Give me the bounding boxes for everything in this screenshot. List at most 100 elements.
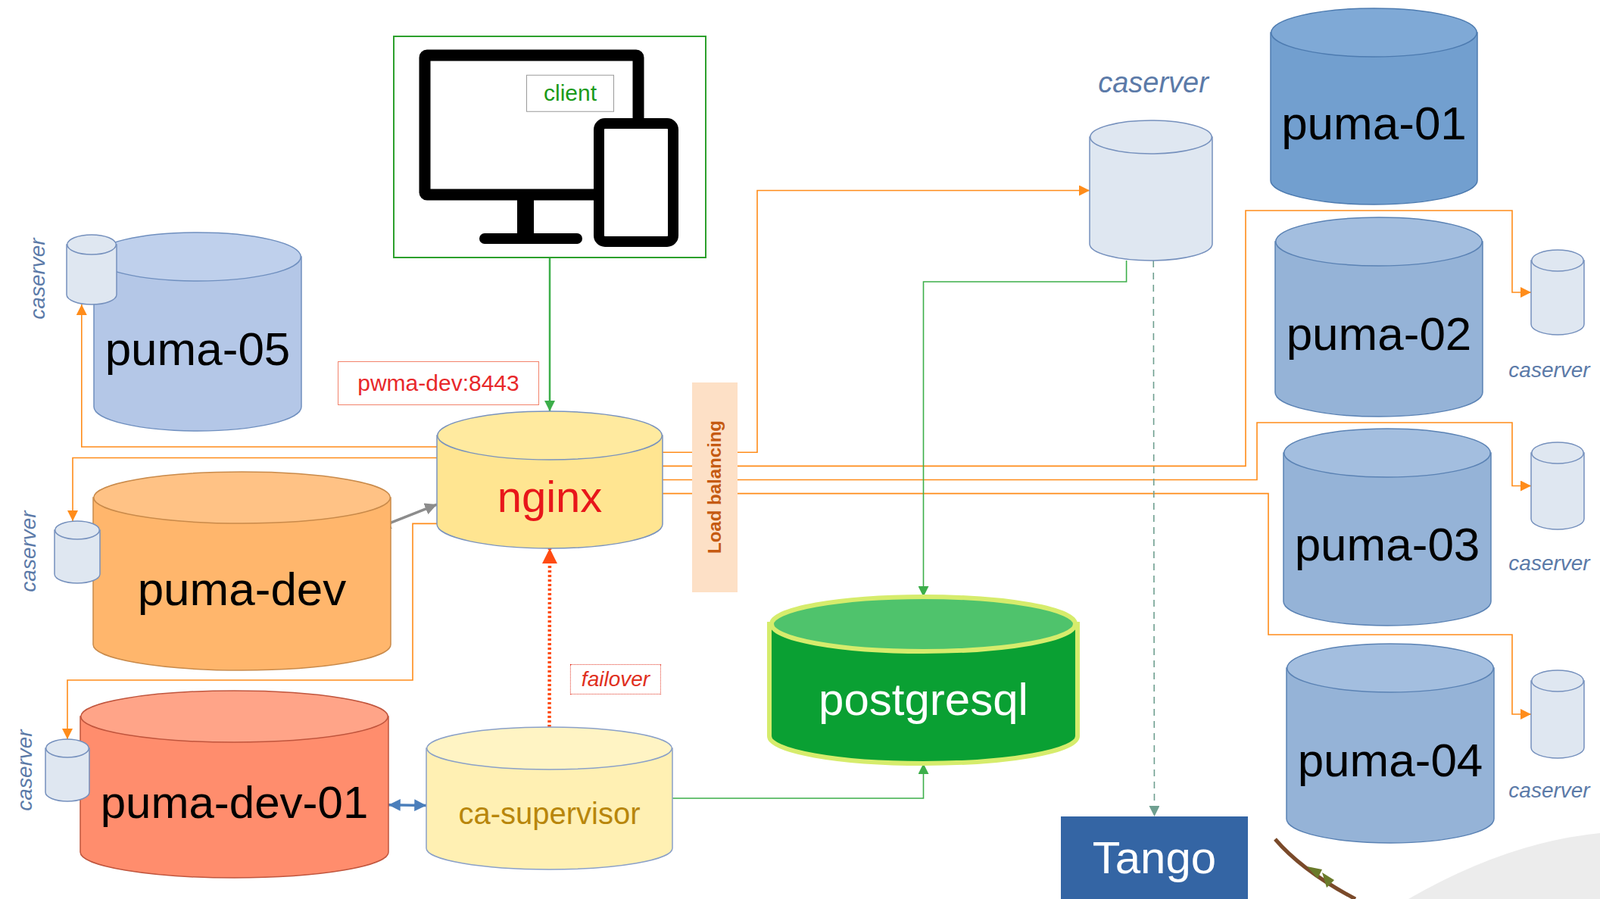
cylinder-top — [437, 411, 663, 460]
cylinder-top — [1531, 249, 1585, 272]
branch — [1275, 838, 1356, 899]
cylinder-top — [1271, 8, 1478, 57]
cylinder-top — [1531, 442, 1585, 464]
node-label: puma-dev — [137, 561, 347, 616]
cylinder-body — [1089, 137, 1213, 261]
node-label: Tango — [1092, 831, 1217, 884]
monitor-base — [479, 233, 583, 244]
text-area: nginx — [436, 459, 663, 534]
connector — [548, 258, 552, 412]
node-label: ca-supervisor — [458, 795, 640, 831]
cylinder-body — [1531, 452, 1585, 530]
cylinder-top — [427, 726, 673, 770]
cylinder-top — [55, 520, 100, 540]
server-cylinder: caserver — [1531, 249, 1585, 335]
connector — [923, 260, 1127, 597]
server-cylinder: caserver — [1089, 120, 1213, 261]
edge-label: failover — [570, 664, 662, 695]
node-label: puma-02 — [1286, 306, 1473, 361]
control-system-box: Tango — [1060, 816, 1248, 899]
text-area: puma-dev — [93, 523, 391, 655]
node-caption: caserver — [25, 237, 50, 319]
connector — [547, 548, 552, 727]
label-holder: caserver — [16, 510, 41, 592]
cylinder-top — [771, 596, 1076, 652]
cylinder-body — [1275, 241, 1483, 417]
node-label: puma-03 — [1294, 517, 1481, 571]
client-box: client — [392, 35, 707, 259]
connector — [388, 803, 427, 807]
text-area: puma-01 — [1270, 56, 1478, 191]
node-label: puma-dev-01 — [100, 776, 369, 829]
node-label: nginx — [497, 471, 603, 523]
label-holder: client — [526, 74, 615, 113]
cylinder-top — [94, 232, 302, 281]
edge-label-holder: failover — [570, 664, 662, 695]
cylinder-body — [93, 256, 302, 431]
server-cylinder: puma-02 — [1275, 217, 1483, 417]
proxy-cylinder: nginx — [436, 411, 663, 549]
cylinder-shape — [54, 520, 100, 584]
cylinder-top — [93, 471, 391, 524]
text-area: puma-03 — [1283, 477, 1491, 612]
text-area: postgresql — [769, 651, 1078, 747]
server-cylinder: puma-03 — [1283, 428, 1491, 626]
text-area: puma-05 — [93, 280, 302, 417]
label-holder: caserver — [25, 237, 50, 319]
cylinder-shape — [1531, 249, 1585, 335]
cylinder-top — [1287, 643, 1494, 693]
node-caption: caserver — [16, 510, 41, 592]
load-balancing-band: Load balancing — [692, 382, 738, 593]
address-box: pwma-dev:8443 — [337, 361, 540, 406]
node-label: puma-05 — [105, 321, 291, 376]
server-cylinder: caserver — [54, 520, 100, 584]
connector — [662, 422, 1532, 487]
label-holder: Load balancing — [704, 420, 726, 554]
label-holder: caserver — [1097, 66, 1209, 100]
server-cylinder: puma-01 — [1270, 8, 1478, 205]
text-area: puma-04 — [1286, 692, 1494, 829]
node-label: postgresql — [818, 673, 1029, 726]
label-holder: caserver — [1508, 358, 1590, 383]
server-cylinder: puma-04 — [1286, 643, 1494, 843]
server-cylinder: puma-05 — [93, 232, 302, 431]
cylinder-top — [1275, 217, 1483, 266]
server-cylinder: caserver — [1531, 442, 1585, 530]
cylinder-top — [46, 739, 90, 758]
label-holder: caserver — [12, 729, 38, 811]
node-caption: Load balancing — [704, 420, 726, 554]
cylinder-shape — [1531, 670, 1585, 758]
background-swoosh — [1408, 832, 1600, 899]
text-area: puma-02 — [1275, 265, 1483, 403]
cylinder-body — [1270, 32, 1478, 205]
cylinder-shape — [45, 739, 90, 802]
phone-icon — [598, 123, 674, 242]
node-caption: caserver — [12, 729, 38, 811]
node-caption: caserver — [1508, 551, 1590, 576]
node-label: puma-01 — [1281, 96, 1467, 150]
cylinder-shape — [1531, 442, 1585, 530]
node-label: pwma-dev:8443 — [357, 370, 519, 397]
server-cylinder: puma-dev-01 — [80, 690, 389, 878]
server-cylinder: caserver — [1531, 670, 1585, 758]
supervisor-cylinder: ca-supervisor — [426, 726, 673, 870]
cylinder-shape — [66, 234, 117, 305]
cylinder-top — [1531, 670, 1585, 692]
server-cylinder: caserver — [66, 234, 117, 305]
connector — [1153, 260, 1154, 817]
leaf — [1306, 866, 1335, 888]
label-holder: caserver — [1508, 778, 1590, 803]
cylinder-shape — [1089, 120, 1213, 261]
connector — [672, 763, 924, 799]
label-holder: caserver — [1508, 551, 1590, 576]
node-caption: caserver — [1097, 66, 1209, 100]
monitor-stand — [517, 194, 534, 238]
database-cylinder: postgresql — [769, 596, 1078, 764]
cylinder-body — [1531, 680, 1585, 758]
text-area: puma-dev-01 — [80, 742, 389, 863]
cylinder-body — [1286, 667, 1494, 843]
text-area: ca-supervisor — [426, 769, 673, 857]
server-cylinder: puma-dev — [93, 471, 391, 671]
node-caption: caserver — [1508, 778, 1590, 803]
server-cylinder: caserver — [45, 739, 90, 802]
